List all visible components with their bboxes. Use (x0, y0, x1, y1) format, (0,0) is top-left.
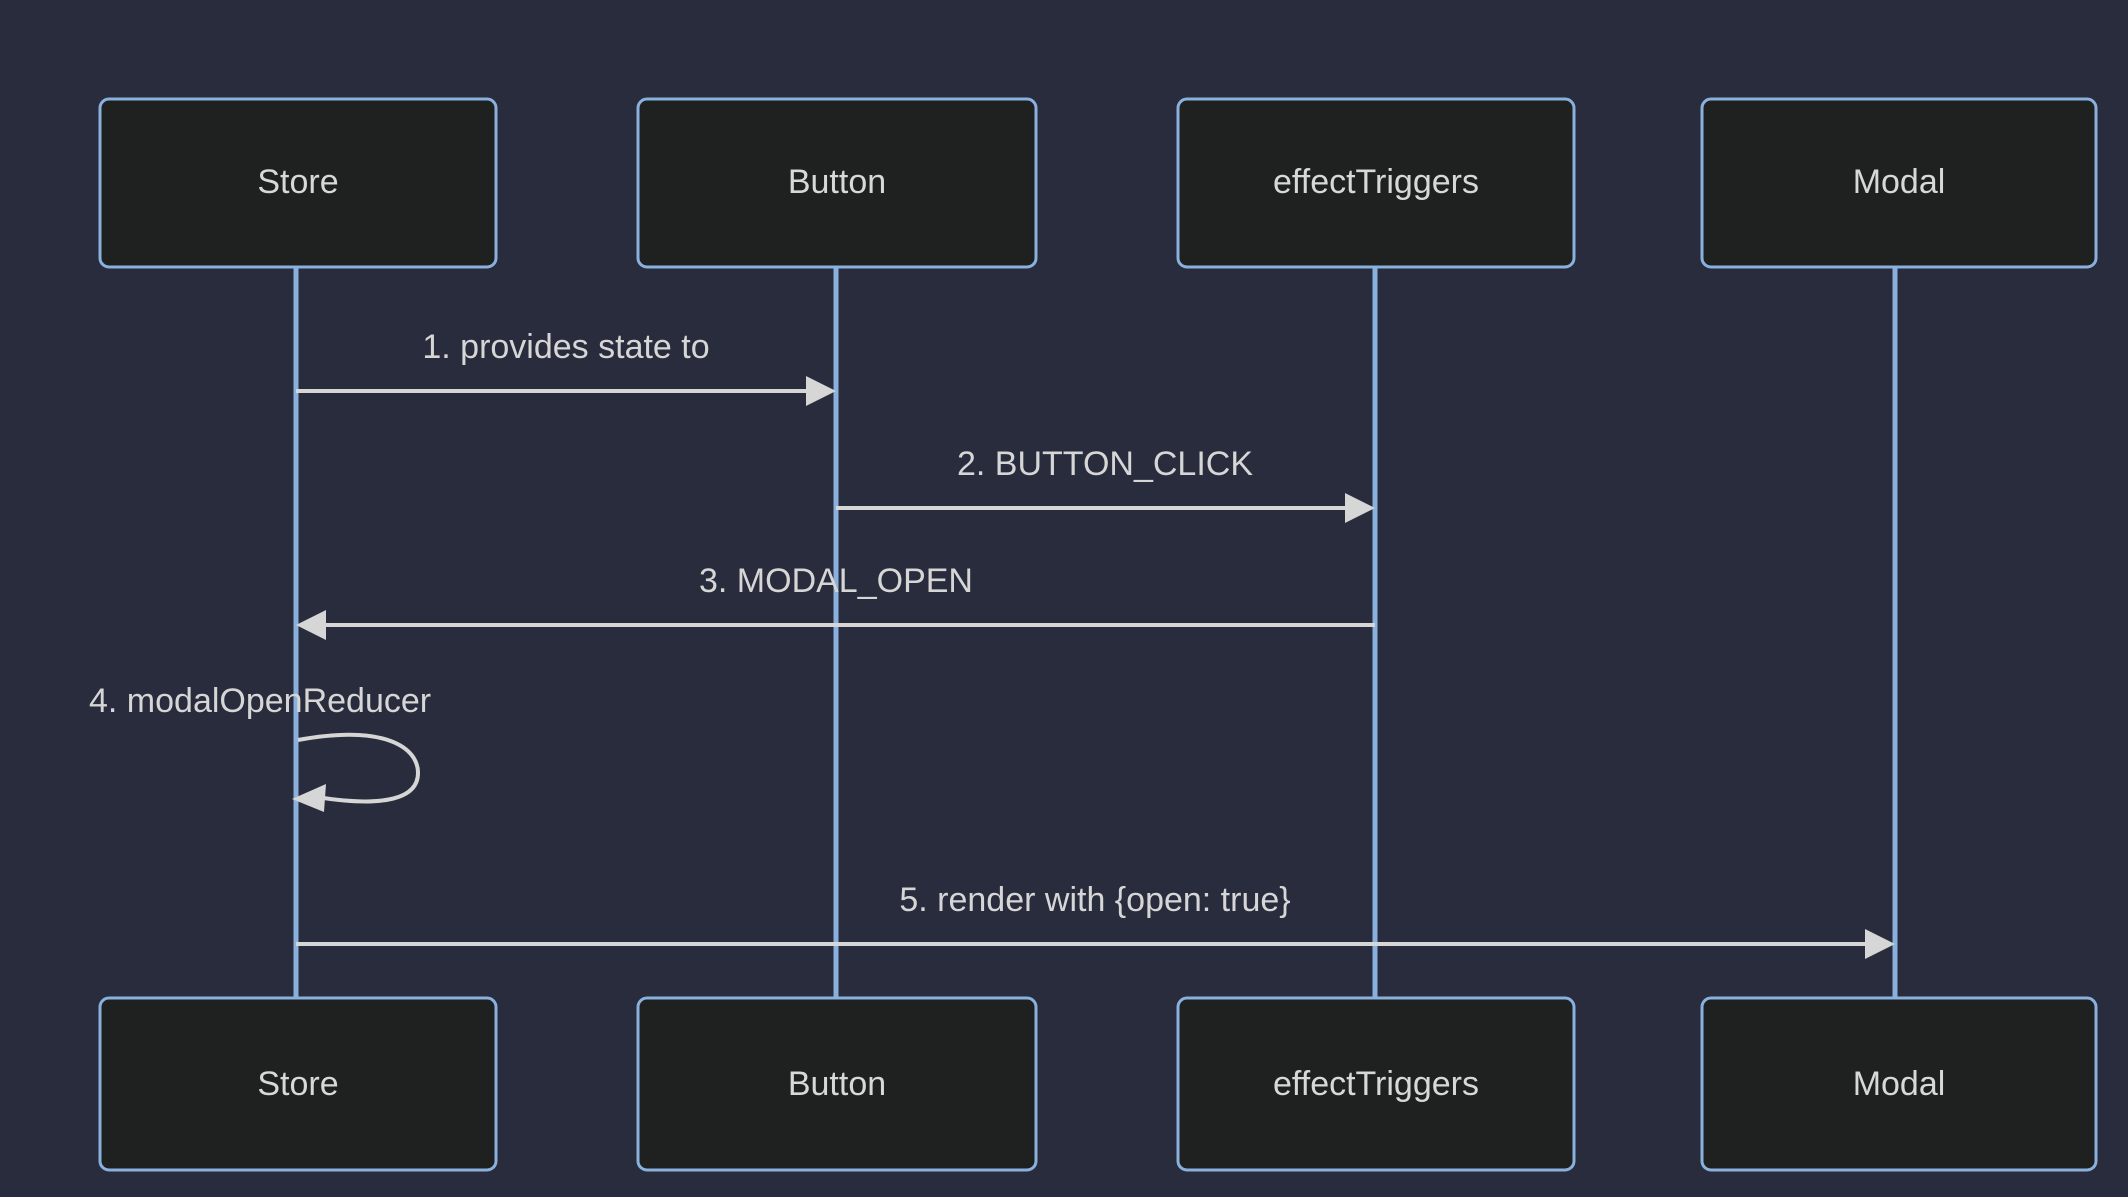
participant-modal-top[interactable]: Modal (1700, 97, 2098, 269)
participant-box[interactable] (98, 97, 498, 269)
message-5-arrowhead (1865, 929, 1895, 959)
participant-store-bottom[interactable]: Store (98, 996, 498, 1172)
participant-button-top[interactable]: Button (636, 97, 1038, 269)
participant-modal-bottom[interactable]: Modal (1700, 996, 2098, 1172)
participant-box[interactable] (1700, 996, 2098, 1172)
message-2[interactable]: 2. BUTTON_CLICK (836, 445, 1375, 523)
message-1-arrowhead (806, 376, 836, 406)
message-1-label: 1. provides state to (422, 328, 709, 366)
participant-label: Button (788, 1065, 886, 1103)
participant-box[interactable] (1176, 996, 1576, 1172)
message-4-loop (297, 732, 421, 804)
participant-box[interactable] (98, 996, 498, 1172)
message-3-label: 3. MODAL_OPEN (699, 562, 973, 600)
participant-box[interactable] (1176, 97, 1576, 269)
message-3-arrowhead (296, 610, 326, 640)
participant-label: effectTriggers (1273, 163, 1479, 201)
participant-store-top[interactable]: Store (98, 97, 498, 269)
participant-button-bottom[interactable]: Button (636, 996, 1038, 1172)
participant-label: Button (788, 163, 886, 201)
message-2-arrowhead (1345, 493, 1375, 523)
message-4[interactable]: 4. modalOpenReducer (89, 682, 431, 812)
message-4-arrowhead (292, 784, 326, 812)
participant-label: Store (257, 163, 338, 201)
participant-label: Modal (1853, 163, 1946, 201)
participant-box[interactable] (1700, 97, 2098, 269)
participant-label: Modal (1853, 1065, 1946, 1103)
participant-box[interactable] (636, 97, 1038, 269)
message-5[interactable]: 5. render with {open: true} (296, 881, 1895, 959)
lifelines (293, 267, 1898, 998)
message-5-label: 5. render with {open: true} (899, 881, 1290, 919)
participant-label: Store (257, 1065, 338, 1103)
message-1[interactable]: 1. provides state to (296, 328, 836, 406)
participant-box[interactable] (636, 996, 1038, 1172)
participant-effecttriggers-top[interactable]: effectTriggers (1176, 97, 1576, 269)
participant-label: effectTriggers (1273, 1065, 1479, 1103)
participant-boxes-top: Store Button effectTriggers Modal (98, 97, 2098, 269)
participant-effecttriggers-bottom[interactable]: effectTriggers (1176, 996, 1576, 1172)
message-2-label: 2. BUTTON_CLICK (957, 445, 1253, 483)
message-3[interactable]: 3. MODAL_OPEN (296, 562, 1375, 640)
participant-boxes-bottom: Store Button effectTriggers Modal (98, 996, 2098, 1172)
message-4-label: 4. modalOpenReducer (89, 682, 431, 720)
